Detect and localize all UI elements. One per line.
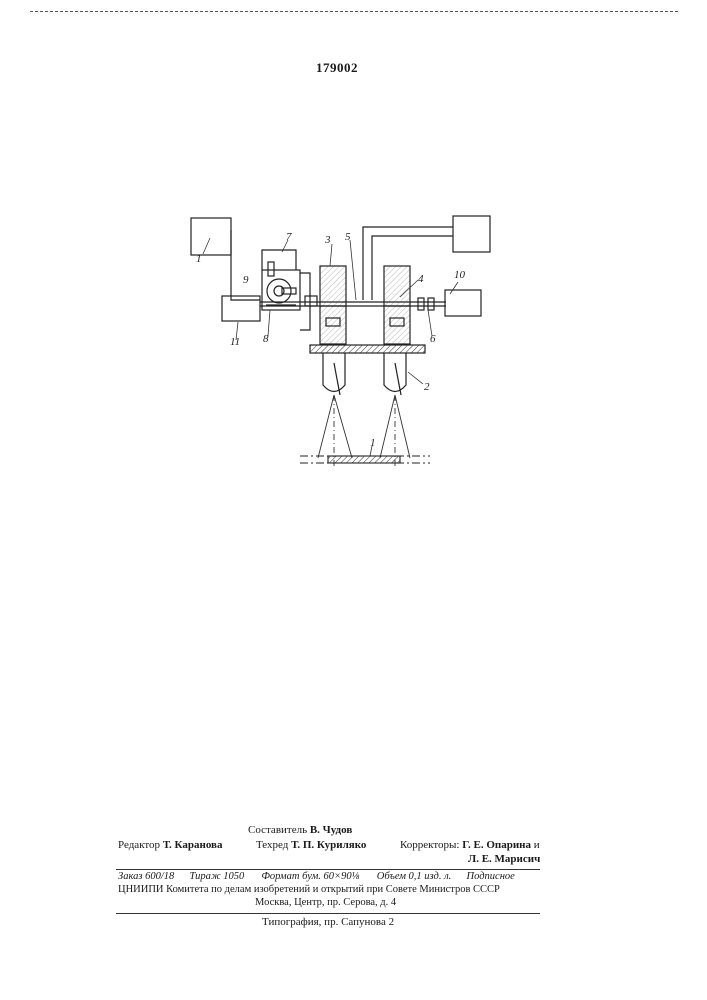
gear-9	[267, 279, 291, 303]
printer: Типография, пр. Сапунова 2	[262, 916, 394, 928]
order-info-line: Заказ 600/18 Тираж 1050 Формат бум. 60×9…	[118, 871, 515, 882]
objective-right	[384, 353, 406, 392]
institute: ЦНИИПИ Комитета по делам изобретений и о…	[118, 884, 500, 895]
corrector-2: Л. Е. Марисич	[468, 853, 540, 865]
label-3: 3	[324, 234, 331, 246]
correctors-line: Корректоры: Г. Е. Опарина и	[400, 839, 540, 851]
label-6: 6	[430, 333, 436, 345]
label-1-specimen: 1	[370, 437, 376, 449]
specimen	[328, 456, 400, 463]
correctors-label: Корректоры:	[400, 839, 459, 851]
print-run: Тираж 1050	[190, 871, 245, 882]
technical-drawing: 1 2 3 4 5 6 7 8 9 10 11 1	[0, 0, 707, 520]
label-5: 5	[345, 231, 351, 243]
techred-name: Т. П. Куриляко	[291, 839, 366, 851]
label-8: 8	[263, 333, 269, 345]
techred-label: Техред	[256, 839, 288, 851]
subscription: Подписное	[467, 871, 515, 882]
corrector-1: Г. Е. Опарина	[462, 839, 531, 851]
editor-label: Редактор	[118, 839, 160, 851]
editor-name: Т. Каранова	[163, 839, 223, 851]
label-9: 9	[243, 274, 249, 286]
editor-line: Редактор Т. Каранова	[118, 839, 223, 851]
block-1	[191, 218, 231, 255]
label-7: 7	[286, 231, 292, 243]
label-1-top: 1	[196, 253, 202, 265]
label-4: 4	[418, 273, 424, 285]
techred-line: Техред Т. П. Куриляко	[256, 839, 366, 851]
block-top-right	[453, 216, 490, 252]
compiler-name: В. Чудов	[310, 824, 352, 836]
order: Заказ 600/18	[118, 871, 174, 882]
corrector-and: и	[534, 839, 540, 851]
compiler-label: Составитель	[248, 824, 307, 836]
address: Москва, Центр, пр. Серова, д. 4	[255, 897, 396, 908]
label-10: 10	[454, 269, 466, 281]
imprint-rule-2	[116, 913, 540, 914]
format: Формат бум. 60×90⅛	[261, 871, 359, 882]
imprint-rule-1	[116, 869, 540, 870]
volume: Объем 0,1 изд. л.	[377, 871, 452, 882]
label-2: 2	[424, 381, 430, 393]
objective-left	[323, 353, 345, 392]
label-11: 11	[230, 336, 240, 348]
compiler-line: Составитель В. Чудов	[248, 824, 352, 836]
